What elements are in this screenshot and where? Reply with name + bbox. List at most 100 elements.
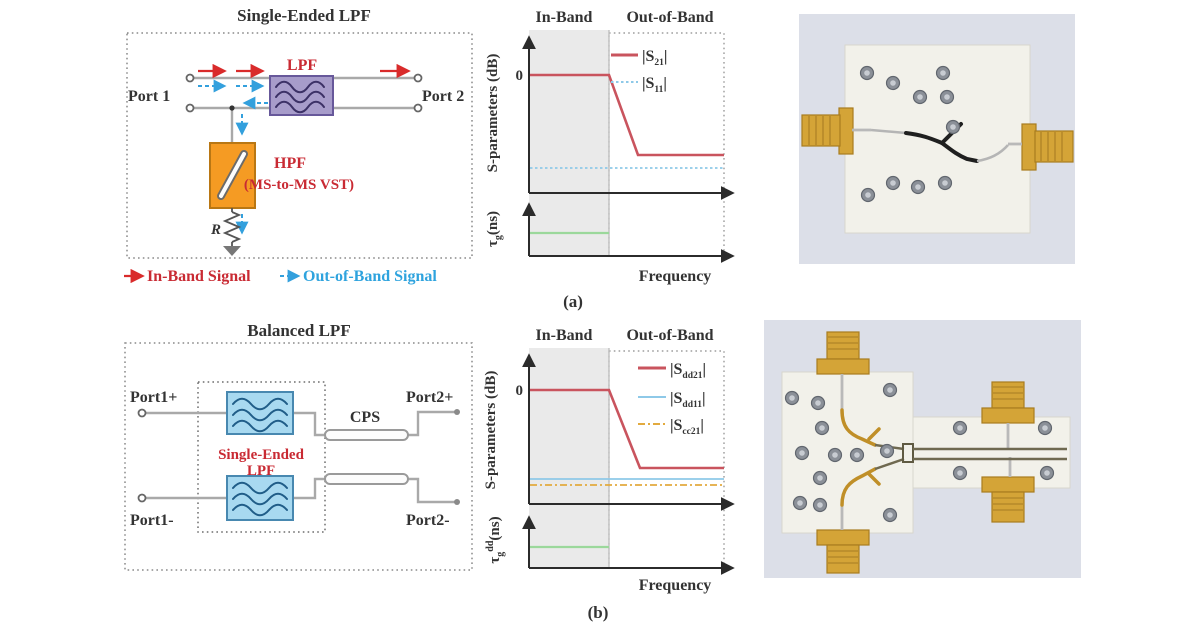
- sma-connector-right-top: [981, 381, 1035, 449]
- screw-head-icon: [887, 512, 893, 518]
- out-of-band-region-box: [608, 32, 725, 257]
- screw-head-icon: [957, 425, 963, 431]
- diagram-b-border: [124, 342, 473, 571]
- y-axis-label-text: S-parameters (dB): [483, 370, 499, 490]
- port1-minus-terminal: [137, 493, 147, 503]
- in-band-region-header: In-Band: [536, 9, 593, 26]
- screw-head-icon: [819, 425, 825, 431]
- lpf-wave-icon: [232, 397, 288, 433]
- out-of-band-region-header: Out-of-Band: [626, 9, 713, 26]
- port2-plus-label: Port2+: [406, 389, 453, 406]
- balanced-trace-network: [840, 408, 1067, 507]
- caption-a: (a): [563, 292, 583, 311]
- s21-curve: [530, 73, 724, 157]
- graph-a-legend: |S21| |S11|: [611, 48, 667, 95]
- single-ended-prototype-photo: [799, 14, 1075, 264]
- screw-head-icon: [817, 475, 823, 481]
- diagram-a-border: [126, 32, 473, 259]
- in-band-signal-legend: In-Band Signal: [147, 268, 251, 285]
- port2-terminal-bottom: [413, 103, 423, 113]
- sma-connector-top-left: [816, 331, 870, 411]
- mounting-screws: [859, 65, 961, 203]
- port2-minus-label: Port2-: [406, 512, 450, 529]
- screw-head-icon: [864, 70, 870, 76]
- hpf-note: (MS-to-MS VST): [244, 177, 354, 193]
- mounting-screws: [784, 382, 1055, 523]
- cps-line-bottom: [324, 473, 409, 485]
- varactor-slash-icon: [217, 150, 248, 200]
- cps-label: CPS: [350, 409, 380, 426]
- screw-head-icon: [944, 94, 950, 100]
- cps-coupler-section: [902, 443, 914, 463]
- lpf-wave-icon: [275, 80, 325, 114]
- screw-head-icon: [890, 80, 896, 86]
- screw-head-icon: [917, 94, 923, 100]
- out-of-band-region-box: [608, 350, 725, 569]
- screw-head-icon: [789, 395, 795, 401]
- legend-sdd11-label: |Sdd11|: [670, 390, 706, 410]
- out-of-band-signal-legend: Out-of-Band Signal: [303, 268, 437, 285]
- port1-plus-label: Port1+: [130, 389, 177, 406]
- lpf-block-bottom: [226, 475, 294, 521]
- x-axis-label: Frequency: [639, 268, 712, 285]
- single-ended-lpf-label-line1: Single-Ended: [218, 447, 305, 463]
- port2-plus-terminal: [454, 409, 460, 415]
- balanced-response-graph: In-Band Out-of-Band 0 |Sdd21| |Sdd11| |S…: [516, 327, 735, 622]
- screw-head-icon: [950, 124, 956, 130]
- port2-minus-terminal: [454, 499, 460, 505]
- screw-head-icon: [865, 192, 871, 198]
- y-axis-label-group-delay-b: τgdd(ns): [485, 516, 506, 564]
- cps-line-top: [324, 429, 409, 441]
- signal-legend: In-Band Signal Out-of-Band Signal: [124, 268, 437, 285]
- out-of-band-region-header: Out-of-Band: [626, 327, 713, 344]
- diagram-b-title: Balanced LPF: [247, 321, 350, 340]
- legend-scc21-label: |Scc21|: [670, 417, 704, 437]
- in-band-shaded-region: [529, 348, 609, 568]
- screw-head-icon: [1042, 425, 1048, 431]
- port1-terminal-bottom: [185, 103, 195, 113]
- screw-head-icon: [890, 180, 896, 186]
- lpf-block-top: [226, 391, 294, 435]
- single-ended-response-graph: In-Band Out-of-Band 0 |S21| |S11| Freque…: [516, 9, 735, 311]
- y-axis-label-group-delay-a: τg(ns): [485, 210, 504, 248]
- lpf-label: LPF: [287, 57, 317, 74]
- y-axis-label-sparams-b: S-parameters (dB): [480, 350, 502, 510]
- port2-terminal-top: [413, 73, 423, 83]
- screw-head-icon: [915, 184, 921, 190]
- single-ended-lpf-label-line2: LPF: [247, 463, 275, 479]
- screw-head-icon: [940, 70, 946, 76]
- ground-icon: [223, 246, 241, 256]
- y-axis-label-text: S-parameters (dB): [485, 53, 501, 173]
- in-band-region-header: In-Band: [536, 327, 593, 344]
- hpf-label: HPF: [274, 155, 306, 172]
- screw-head-icon: [817, 502, 823, 508]
- port1-terminal-top: [185, 73, 195, 83]
- legend-s11-label: |S11|: [642, 75, 667, 95]
- screw-head-icon: [799, 450, 805, 456]
- out-of-band-signal-arrows: [198, 79, 268, 235]
- sma-connector-right-bottom: [981, 457, 1035, 523]
- screw-head-icon: [1044, 470, 1050, 476]
- sma-connector-right: [1008, 123, 1074, 171]
- sdd21-curve: [530, 388, 724, 470]
- lpf-wave-icon: [232, 481, 288, 517]
- balanced-lpf-diagram: Balanced LPF Port1+ Port1- Port2+ Port2-: [124, 321, 473, 571]
- wires: [144, 410, 457, 504]
- screw-head-icon: [887, 387, 893, 393]
- resistor-to-ground: [222, 208, 242, 256]
- port1-plus-terminal: [137, 408, 147, 418]
- x-axis-label: Frequency: [639, 577, 712, 594]
- single-ended-lpf-diagram: Single-Ended LPF Port 1 Port 2: [124, 6, 473, 285]
- legend-sdd21-label: |Sdd21|: [670, 361, 706, 381]
- graph-b-legend: |Sdd21| |Sdd11| |Scc21|: [638, 361, 706, 437]
- screw-head-icon: [797, 500, 803, 506]
- resistor-label: R: [210, 222, 221, 238]
- port1-minus-label: Port1-: [130, 512, 174, 529]
- in-band-shaded-region: [529, 30, 609, 256]
- screw-head-icon: [942, 180, 948, 186]
- port1-label: Port 1: [128, 88, 170, 105]
- sma-connector-bottom-left: [816, 504, 870, 574]
- diagram-a-title: Single-Ended LPF: [237, 6, 371, 25]
- screw-head-icon: [854, 452, 860, 458]
